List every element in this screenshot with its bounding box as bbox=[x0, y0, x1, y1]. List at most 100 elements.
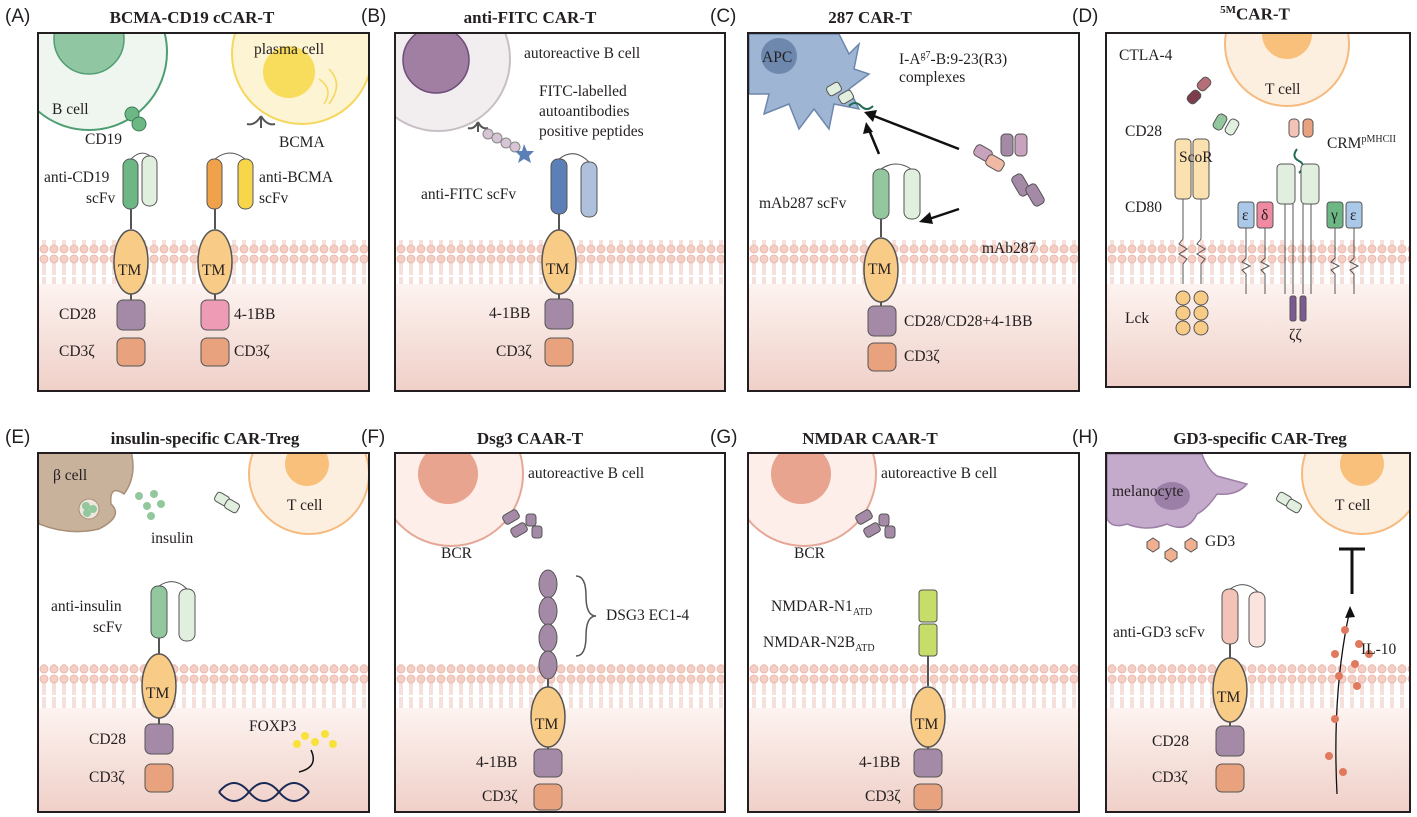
t-cell-label: T cell bbox=[287, 497, 323, 514]
panel-d-letter: (D) bbox=[1072, 6, 1099, 27]
tm-label: TM bbox=[915, 716, 939, 733]
panel-e-diagram bbox=[39, 454, 368, 811]
iag7-suffix: -B:9-23(R3) bbox=[930, 51, 1008, 69]
t-cell-shape bbox=[1224, 34, 1350, 107]
nmdar-n2b-text: NMDAR-N2B bbox=[763, 634, 856, 651]
tm-label: TM bbox=[1217, 689, 1241, 706]
panel-b-title: anti-FITC CAR-T bbox=[463, 8, 597, 27]
fitc-label-1: FITC-labelled bbox=[539, 83, 627, 100]
panel-h-letter: (H) bbox=[1072, 427, 1099, 448]
cd3z-label: CD3ζ bbox=[496, 343, 532, 360]
gd3-label: GD3 bbox=[1205, 533, 1236, 550]
il10-label: IL-10 bbox=[1361, 641, 1397, 658]
panel-f-diagram bbox=[396, 454, 724, 811]
mab287-label: mAb287 bbox=[982, 240, 1037, 257]
panel-e-title: insulin-specific CAR-Treg bbox=[110, 429, 300, 448]
epsilon-label-1: ε bbox=[1242, 207, 1249, 224]
panel-g-diagram bbox=[749, 454, 1078, 811]
scfv-label-2: scFv bbox=[259, 190, 289, 207]
epsilon-label-2: ε bbox=[1350, 207, 1357, 224]
b-cell-label: B cell bbox=[52, 101, 89, 118]
scfv-label-1: scFv bbox=[86, 190, 116, 207]
cd19-label: CD19 bbox=[85, 131, 123, 148]
costim-label: CD28/CD28+4-1BB bbox=[904, 313, 1033, 330]
crm-text: CRM bbox=[1327, 135, 1362, 153]
melanocyte-label: melanocyte bbox=[1112, 483, 1184, 500]
panel-f: autoreactive B cell BCR DSG3 EC1-4 TM 4-… bbox=[394, 452, 726, 813]
panel-c-diagram bbox=[749, 34, 1078, 390]
panel-h-diagram bbox=[1107, 454, 1409, 811]
panel-d-title: 5MCAR-T bbox=[1195, 4, 1315, 25]
4-1bb-label: 4-1BB bbox=[489, 305, 531, 322]
cd3z-label-1: CD3ζ bbox=[59, 343, 95, 360]
bcma-label: BCMA bbox=[279, 134, 325, 151]
mab287-scfv-label: mAb287 scFv bbox=[759, 195, 847, 212]
cd3z-label: CD3ζ bbox=[482, 788, 518, 805]
apc-label: APC bbox=[762, 49, 793, 66]
panel-g: autoreactive B cell BCR NMDAR-N1ATD NMDA… bbox=[747, 452, 1080, 813]
panel-c-title: 287 CAR-T bbox=[828, 8, 912, 27]
4-1bb-label: 4-1BB bbox=[476, 754, 518, 771]
iag7-superscript: g7 bbox=[920, 50, 931, 61]
panel-c-letter: (C) bbox=[710, 6, 737, 27]
panel-f-title: Dsg3 CAAR-T bbox=[476, 429, 584, 448]
tm-label-1: TM bbox=[118, 262, 142, 279]
panel-e: β cell insulin T cell anti-insulin scFv … bbox=[37, 452, 370, 813]
anti-fitc-scfv-label: anti-FITC scFv bbox=[421, 186, 517, 203]
cd3z-label-2: CD3ζ bbox=[234, 343, 270, 360]
insulin-label: insulin bbox=[151, 530, 194, 547]
cd28-label: CD28 bbox=[89, 731, 127, 748]
nmdar-n1-text: NMDAR-N1 bbox=[771, 598, 853, 615]
nmdar-n1-label: NMDAR-N1ATD bbox=[771, 597, 872, 622]
bcr-label: BCR bbox=[794, 545, 826, 562]
nmdar-n1-subscript: ATD bbox=[852, 607, 873, 619]
panel-h-title: GD3-specific CAR-Treg bbox=[1173, 429, 1347, 448]
panel-d: CTLA-4 T cell CD28 CRMpMHCII ScoR CD80 L… bbox=[1105, 32, 1411, 388]
dsg3-label: DSG3 EC1-4 bbox=[606, 607, 690, 624]
lck-label: Lck bbox=[1125, 310, 1150, 327]
anti-insulin-label: anti-insulin bbox=[51, 598, 122, 615]
scfv-label: scFv bbox=[93, 619, 123, 636]
crm-superscript: pMHCII bbox=[1361, 134, 1396, 145]
panel-a: B cell plasma cell CD19 BCMA anti-CD19 s… bbox=[37, 32, 370, 392]
fitc-label-3: positive peptides bbox=[539, 123, 644, 140]
cd3z-label: CD3ζ bbox=[904, 348, 940, 365]
panel-c: APC I-Ag7-B:9-23(R3) complexes mAb287 sc… bbox=[747, 32, 1080, 392]
cd28-label: CD28 bbox=[59, 306, 97, 323]
anti-gd3-scfv-label: anti-GD3 scFv bbox=[1113, 624, 1205, 641]
scor-label: ScoR bbox=[1179, 149, 1213, 166]
nmdar-n2b-subscript: ATD bbox=[855, 643, 875, 655]
tm-label-2: TM bbox=[202, 262, 226, 279]
tm-label: TM bbox=[535, 716, 559, 733]
t-cell-label: T cell bbox=[1265, 81, 1301, 98]
nmdar-n2b-label: NMDAR-N2BATD bbox=[763, 633, 875, 658]
panel-f-letter: (F) bbox=[361, 427, 386, 448]
4-1bb-label: 4-1BB bbox=[234, 306, 276, 323]
cd3z-label: CD3ζ bbox=[1152, 769, 1188, 786]
crm-label: CRMpMHCII bbox=[1327, 130, 1396, 153]
panel-a-letter: (A) bbox=[5, 6, 31, 27]
autoreactive-b-cell-label: autoreactive B cell bbox=[524, 45, 641, 62]
anti-bcma-label: anti-BCMA bbox=[259, 169, 334, 186]
zeta-zeta-label: ζζ bbox=[1289, 327, 1302, 344]
panel-a-title: BCMA-CD19 cCAR-T bbox=[109, 8, 275, 27]
panel-b-letter: (B) bbox=[361, 6, 387, 27]
panel-h: melanocyte GD3 T cell anti-GD3 scFv IL-1… bbox=[1105, 452, 1411, 813]
delta-label: δ bbox=[1261, 207, 1269, 224]
cd28-label: CD28 bbox=[1125, 123, 1163, 140]
panel-d-title-superscript: 5M bbox=[1220, 4, 1237, 16]
panel-g-title: NMDAR CAAR-T bbox=[802, 429, 938, 448]
ctla4-label: CTLA-4 bbox=[1119, 47, 1173, 64]
anti-cd19-label: anti-CD19 bbox=[44, 169, 110, 186]
panel-b: autoreactive B cell FITC-labelled autoan… bbox=[394, 32, 726, 392]
beta-cell-label: β cell bbox=[53, 467, 88, 484]
tm-label: TM bbox=[546, 261, 570, 278]
plasma-cell-label: plasma cell bbox=[254, 41, 325, 58]
autoreactive-b-cell-label: autoreactive B cell bbox=[881, 465, 998, 482]
autoreactive-b-cell-label: autoreactive B cell bbox=[528, 465, 645, 482]
gamma-label: γ bbox=[1331, 207, 1338, 224]
panel-d-title-text: CAR-T bbox=[1236, 4, 1290, 24]
cd28-label: CD28 bbox=[1152, 733, 1190, 750]
4-1bb-label: 4-1BB bbox=[859, 754, 901, 771]
foxp3-label: FOXP3 bbox=[249, 718, 297, 735]
